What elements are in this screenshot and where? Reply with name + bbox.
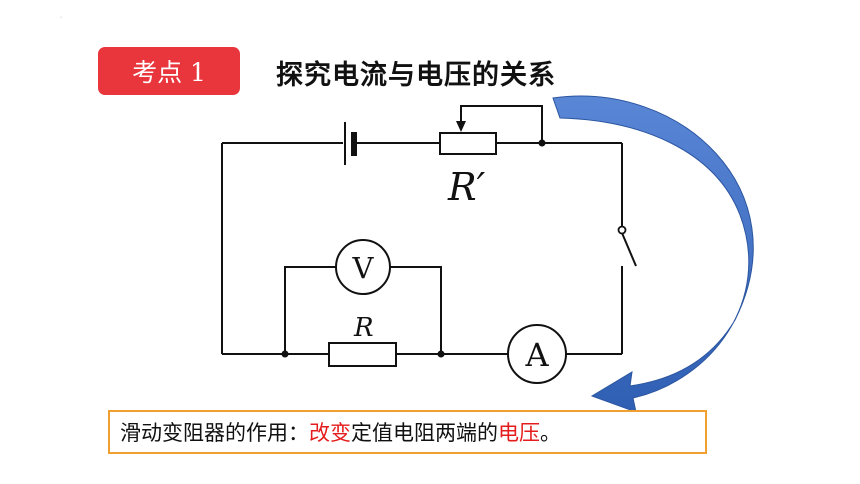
voltmeter-branch-right bbox=[390, 266, 442, 354]
voltmeter-circle bbox=[335, 239, 391, 295]
rheostat-label: R′ bbox=[447, 165, 486, 209]
resistor-body bbox=[328, 342, 397, 367]
voltmeter-label: V bbox=[352, 251, 375, 285]
ammeter-circle bbox=[507, 324, 567, 384]
rheostat-slider-wire bbox=[460, 105, 543, 143]
page-title: 探究电流与电压的关系 bbox=[276, 59, 556, 91]
note-box: 滑动变阻器的作用：改变定值电阻两端的电压。 bbox=[108, 410, 707, 454]
switch-contact bbox=[617, 225, 627, 235]
note-middle: 定值电阻两端的 bbox=[351, 421, 498, 445]
junction-dot bbox=[437, 350, 445, 358]
resistor-label: R bbox=[353, 313, 374, 343]
topic-badge: 考点 1 bbox=[98, 47, 240, 95]
ammeter-label: A bbox=[524, 336, 549, 374]
rheostat-slider-arrow bbox=[456, 121, 466, 132]
corner-dot: ˙ bbox=[59, 16, 63, 25]
rheostat-body bbox=[439, 132, 497, 155]
voltmeter-branch-left bbox=[284, 266, 336, 354]
junction-dot bbox=[281, 350, 289, 358]
note-suffix: 。 bbox=[540, 421, 561, 445]
note-highlight-change: 改变 bbox=[309, 421, 351, 445]
switch-blade bbox=[621, 232, 637, 267]
note-prefix: 滑动变阻器的作用： bbox=[120, 421, 309, 445]
curved-arrow bbox=[552, 95, 754, 413]
junction-dot bbox=[538, 139, 546, 147]
note-highlight-voltage: 电压 bbox=[498, 421, 540, 445]
